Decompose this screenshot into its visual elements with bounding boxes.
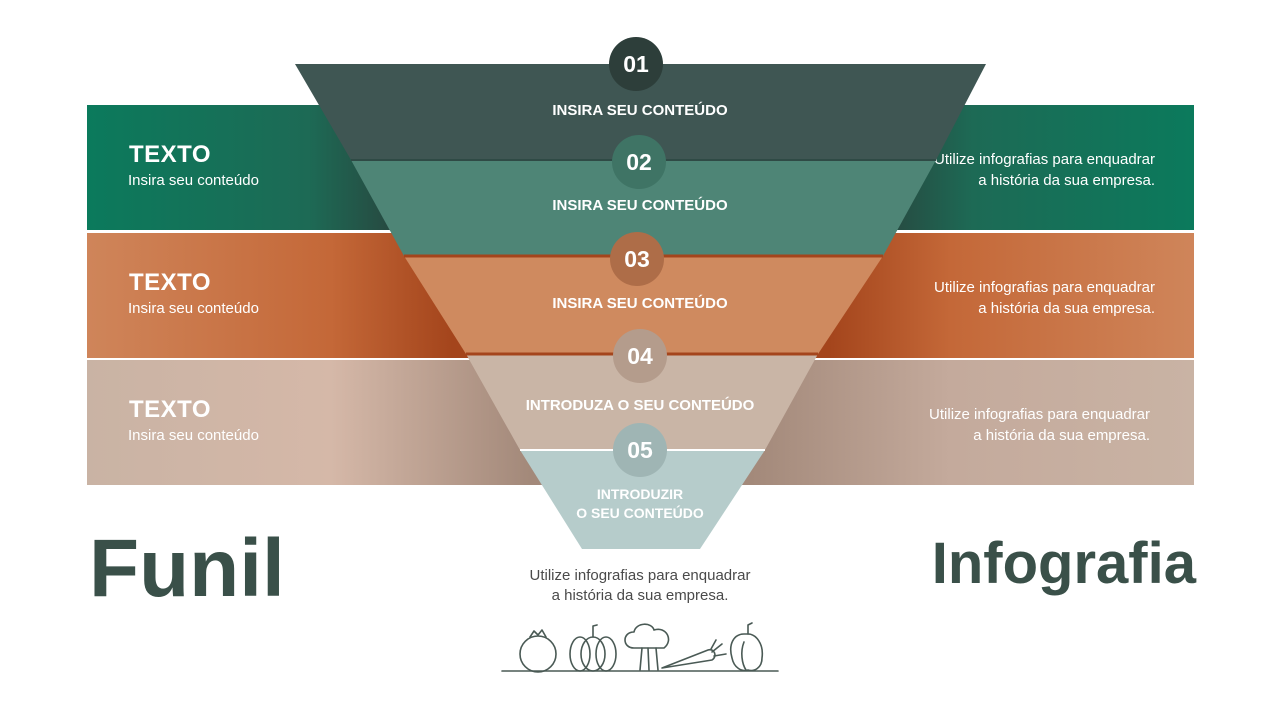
funnel-label-4: INTRODUZA O SEU CONTEÚDO: [525, 397, 755, 414]
funnel-segment-2: [351, 160, 936, 256]
heading-funil: Funil: [89, 523, 285, 614]
funnel-segment-3: [404, 256, 883, 354]
step-badge-1: 01: [609, 37, 663, 91]
funnel-segment-1: [295, 64, 986, 160]
band-2-desc-line-2: a história da sua empresa.: [978, 300, 1155, 317]
band-2-description: Utilize infografias para enquadrar a his…: [825, 277, 1155, 319]
band-2-desc-line-1: Utilize infografias para enquadrar: [934, 279, 1155, 296]
band-2-subtitle: Insira seu conteúdo: [128, 300, 259, 317]
band-1-title: TEXTO: [129, 141, 212, 168]
band-1-desc-line-1: Utilize infografias para enquadrar: [934, 151, 1155, 168]
step-badge-5: 05: [613, 423, 667, 477]
band-3-desc-line-1: Utilize infografias para enquadrar: [929, 406, 1150, 423]
funnel-label-5-line-2: O SEU CONTEÚDO: [576, 505, 704, 521]
bottom-description: Utilize infografias para enquadrar a his…: [490, 566, 790, 606]
carrot-icon: [661, 639, 727, 669]
step-badge-3: 03: [610, 232, 664, 286]
step-badge-2: 02: [612, 135, 666, 189]
funnel-label-5-line-1: INTRODUZIR: [596, 486, 684, 502]
funnel-label-2: INSIRA SEU CONTEÚDO: [552, 197, 728, 214]
heading-infografia: Infografia: [931, 531, 1196, 596]
pumpkin-icon: [569, 624, 617, 672]
band-3-title: TEXTO: [129, 396, 212, 423]
step-badge-4: 04: [613, 329, 667, 383]
tomato-icon: [519, 629, 557, 673]
funnel-label-3: INSIRA SEU CONTEÚDO: [552, 295, 728, 312]
band-1-description: Utilize infografias para enquadrar a his…: [825, 149, 1155, 191]
band-1-desc-line-2: a história da sua empresa.: [978, 172, 1155, 189]
band-2-title: TEXTO: [129, 269, 212, 296]
bottom-desc-line-2: a história da sua empresa.: [551, 587, 729, 604]
band-1-subtitle: Insira seu conteúdo: [128, 172, 259, 189]
band-3-subtitle: Insira seu conteúdo: [128, 427, 259, 444]
pepper-icon: [729, 622, 764, 672]
broccoli-icon: [624, 623, 670, 671]
funnel-segment-5: [520, 450, 765, 549]
funnel-segment-4: [466, 354, 818, 450]
bottom-desc-line-1: Utilize infografias para enquadrar: [529, 567, 751, 584]
band-3-description: Utilize infografias para enquadrar a his…: [820, 404, 1150, 446]
vegetables-illustration: [501, 622, 779, 673]
funnel-label-5: INTRODUZIR O SEU CONTEÚDO: [490, 485, 790, 523]
funnel-label-1: INSIRA SEU CONTEÚDO: [552, 102, 728, 119]
band-3-desc-line-2: a história da sua empresa.: [973, 427, 1150, 444]
